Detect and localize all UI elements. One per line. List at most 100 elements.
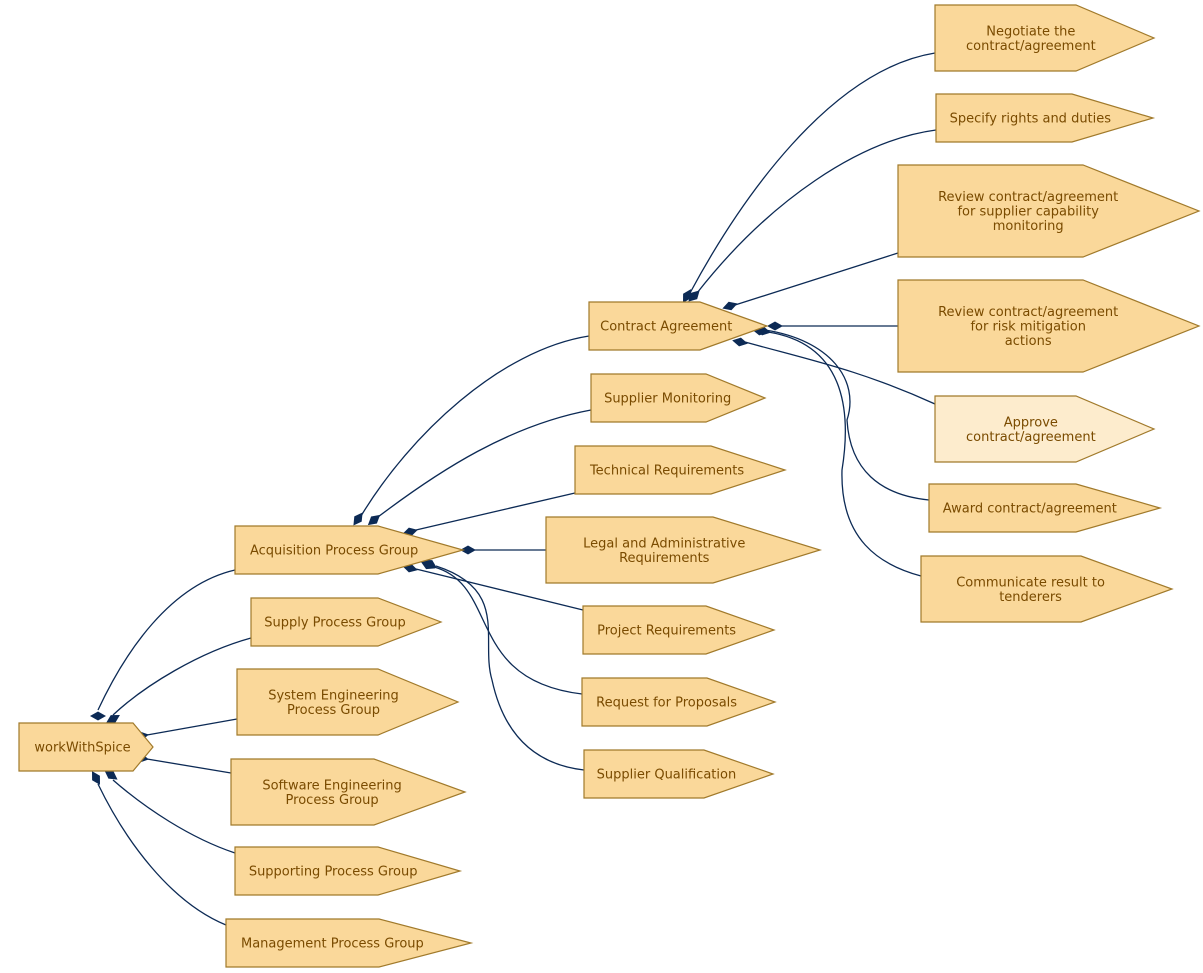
node-label: tenderers [999,590,1062,605]
node-shape [225,918,474,968]
edge-line [97,569,236,711]
edge-root-to-sweng [133,753,232,774]
node-root[interactable]: workWithSpice [18,722,154,772]
edge-contract-to-revcap [722,252,899,311]
node-label: Process Group [286,793,379,808]
edge-line [415,492,576,531]
node-shape [574,445,787,495]
edge-line [435,565,585,771]
node-label: Project Requirements [597,624,736,639]
node-label: monitoring [993,219,1064,234]
node-shape [588,301,769,351]
edge-root-to-supply [106,637,252,723]
node-label: contract/agreement [966,39,1096,54]
composition-diamond-icon [767,321,783,331]
composition-diamond-icon [722,301,738,311]
node-supporting[interactable]: Supporting Process Group [234,846,463,896]
edge-contract-to-approve [732,337,936,405]
edge-line [360,335,590,517]
edge-acq-to-contract [353,335,590,526]
edge-line [767,331,922,577]
node-label: System Engineering [268,688,399,703]
composition-diamond-icon [423,560,437,568]
node-shape [935,93,1156,143]
node-shape [234,846,463,896]
edge-line [696,129,937,294]
node-shape [230,758,467,826]
node-acq[interactable]: Acquisition Process Group [234,525,466,575]
node-supply[interactable]: Supply Process Group [250,597,443,647]
node-label: Requirements [619,551,710,566]
node-shape [545,516,823,584]
node-projreq[interactable]: Project Requirements [582,605,776,655]
node-label: workWithSpice [34,741,130,756]
node-shape [934,395,1156,463]
node-label: Approve [1004,415,1058,430]
node-label: contract/agreement [966,430,1096,445]
node-label: Supplier Qualification [597,768,737,783]
node-supmon[interactable]: Supplier Monitoring [590,373,767,423]
node-techreq[interactable]: Technical Requirements [574,445,787,495]
edge-line [734,252,899,306]
composition-diamond-icon [104,770,118,780]
edge-line [433,566,583,695]
node-award[interactable]: Award contract/agreement [928,483,1163,533]
node-shape [897,164,1201,258]
edge-line [744,341,936,405]
node-shape [582,605,776,655]
node-rights[interactable]: Specify rights and duties [935,93,1156,143]
edge-contract-to-revrisk [767,321,898,331]
node-label: Contract Agreement [600,320,732,335]
node-rfp[interactable]: Request for Proposals [581,677,777,727]
node-label: Process Group [287,703,380,718]
node-label: Review contract/agreement [938,190,1118,205]
node-shape [250,597,443,647]
edge-line [112,637,252,716]
edge-line [146,718,238,736]
composition-diamond-icon [732,337,748,347]
composition-diamond-icon [90,711,106,721]
edge-line [146,758,232,774]
composition-diamond-icon [92,771,100,785]
node-shape [590,373,767,423]
node-label: Supporting Process Group [249,865,418,880]
node-label: Technical Requirements [589,464,744,479]
node-label: Award contract/agreement [943,502,1117,517]
edge-root-to-acq [90,569,236,721]
node-shape [581,677,777,727]
node-label: Specify rights and duties [950,112,1112,127]
edge-root-to-mgmt [92,771,227,926]
node-label: Communicate result to [956,575,1105,590]
node-label: for risk mitigation [970,320,1086,335]
node-shape [583,749,775,799]
edge-line [689,52,936,294]
node-label: Review contract/agreement [938,305,1118,320]
node-label: Supplier Monitoring [604,392,731,407]
node-contract[interactable]: Contract Agreement [588,301,769,351]
edge-root-to-syseng [133,718,238,741]
node-shape [920,555,1174,623]
node-label: Legal and Administrative [583,536,745,551]
node-shape [236,668,460,736]
edge-line [764,329,930,501]
node-supqual[interactable]: Supplier Qualification [583,749,775,799]
composition-diamond-icon [106,715,120,723]
node-mgmt[interactable]: Management Process Group [225,918,474,968]
edge-acq-to-legal [460,545,546,555]
composition-diamond-icon [353,512,363,526]
node-label: Negotiate the [986,24,1075,39]
node-shape [897,279,1201,373]
composition-diamond-icon [460,545,476,555]
node-shape [234,525,466,575]
edge-line [377,409,592,518]
edge-line [97,783,227,926]
